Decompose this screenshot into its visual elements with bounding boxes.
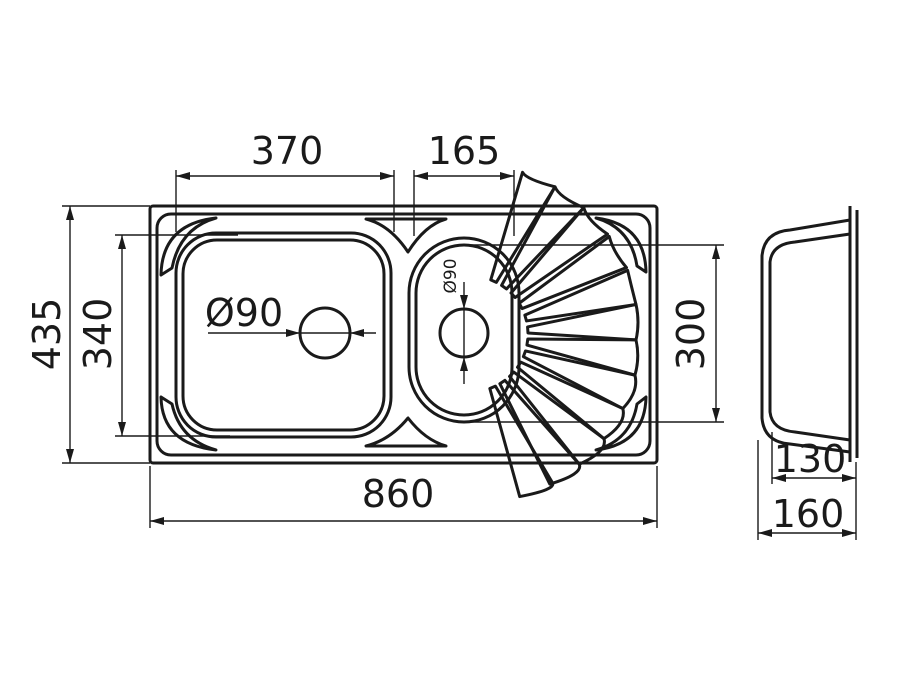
sink-inner-tray [155, 212, 652, 457]
sink-side-view [757, 206, 859, 540]
dim-small-drain-diameter: Ø90 [441, 258, 461, 293]
corner-boss-top-right [594, 216, 648, 274]
dimension-lines [62, 170, 724, 528]
corner-boss-top-left [159, 216, 218, 277]
divider-notch-top [364, 217, 448, 254]
drainboard-rib [489, 170, 557, 284]
dim-main-drain-diameter: Ø90 [205, 291, 283, 335]
drainboard-rib [498, 378, 582, 486]
drainboard-rib [525, 337, 640, 377]
dim-overall-width: 860 [362, 472, 435, 516]
drainboard-ribs [488, 170, 640, 499]
dim-small-bowl-width: 165 [428, 129, 501, 173]
drainboard-rib [509, 206, 610, 299]
dim-main-bowl-width: 370 [251, 129, 324, 173]
sink-top-view [148, 170, 659, 499]
dim-bowl-depth: 130 [774, 437, 847, 481]
divider-notch-bottom [364, 416, 448, 448]
dim-overall-height: 160 [772, 492, 845, 536]
dim-small-bowl-depth: 300 [669, 298, 713, 371]
drainboard-rib [488, 384, 555, 499]
drainboard-rib [516, 360, 625, 441]
dim-overall-depth: 435 [25, 298, 69, 371]
drainboard-rib [508, 370, 606, 466]
dim-main-bowl-depth: 340 [76, 298, 120, 371]
drainboard-rib [526, 302, 640, 342]
corner-boss-bottom-left [159, 395, 218, 452]
drainboard-rib [517, 234, 628, 311]
sink-outer-rim [148, 204, 659, 465]
